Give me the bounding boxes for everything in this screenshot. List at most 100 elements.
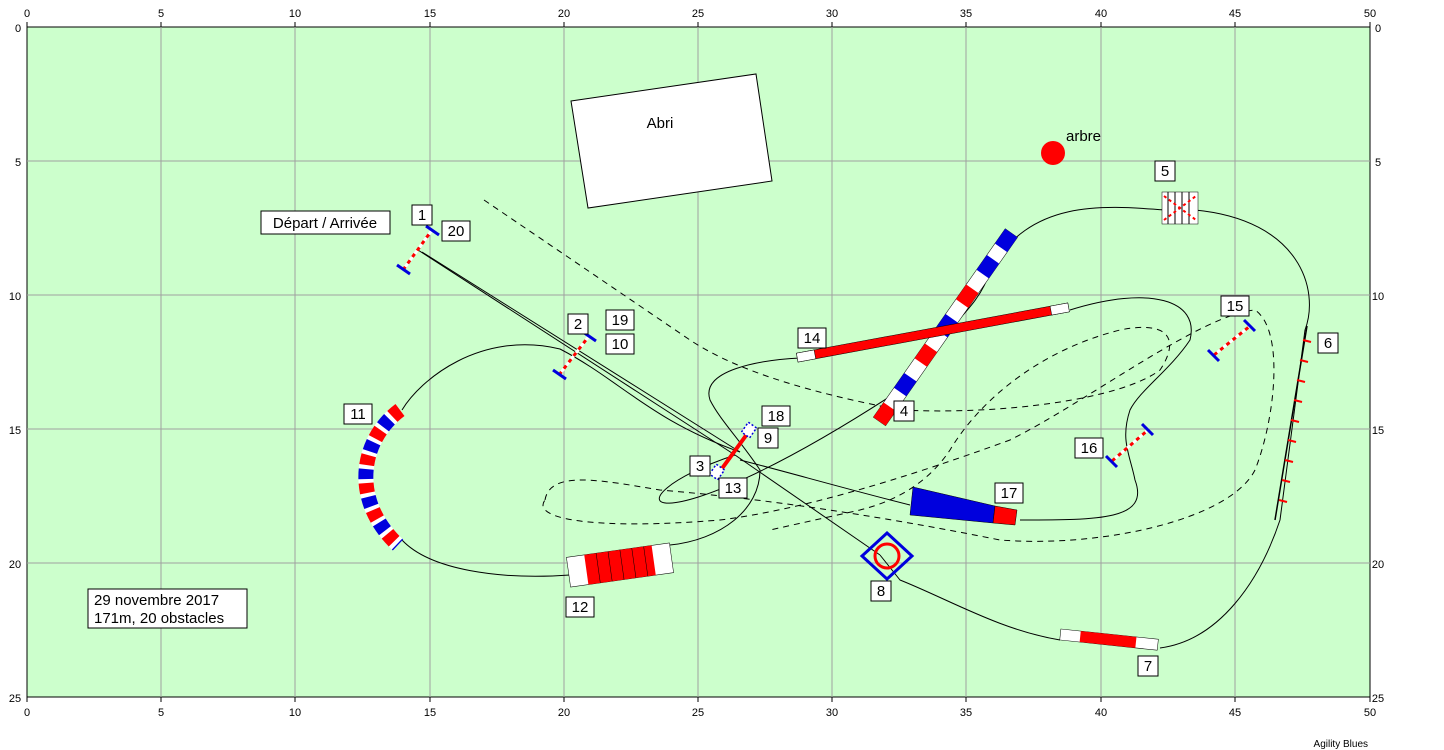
svg-text:4: 4 xyxy=(900,403,908,420)
svg-text:18: 18 xyxy=(768,408,785,425)
obstacle-number-11: 11 xyxy=(343,403,373,425)
x-tick-label: 40 xyxy=(1095,707,1107,719)
svg-text:19: 19 xyxy=(612,312,629,329)
obstacle-number-6: 6 xyxy=(1317,332,1339,354)
y-tick-label: 0 xyxy=(1375,23,1381,35)
tree: arbre xyxy=(1041,128,1101,165)
svg-text:Départ / Arrivée: Départ / Arrivée xyxy=(273,215,377,232)
jump-15 xyxy=(1206,318,1257,363)
y-axis-left: 0 5 10 15 20 25 xyxy=(9,23,21,705)
obstacle-number-12: 12 xyxy=(565,596,595,618)
x-tick-label: 5 xyxy=(158,707,164,719)
x-tick-label: 15 xyxy=(424,8,436,20)
jump-1-20 xyxy=(396,224,440,276)
tree-label: arbre xyxy=(1066,128,1101,145)
svg-text:8: 8 xyxy=(877,583,885,600)
tree-icon xyxy=(1041,141,1065,165)
x-tick-label: 30 xyxy=(826,707,838,719)
x-tick-label: 45 xyxy=(1229,707,1241,719)
x-axis-top: 0 5 10 15 20 25 30 35 40 45 50 xyxy=(24,8,1376,20)
obstacle-number-20: 20 xyxy=(441,220,471,242)
jump-5 xyxy=(1161,191,1199,225)
y-tick-label: 20 xyxy=(9,559,21,571)
y-tick-label: 10 xyxy=(1372,291,1384,303)
svg-text:13: 13 xyxy=(725,480,742,497)
shelter: Abri xyxy=(570,73,773,209)
weave-6 xyxy=(1274,325,1312,521)
obstacle-number-16: 16 xyxy=(1074,437,1104,459)
x-tick-label: 0 xyxy=(24,8,30,20)
start-finish-label: Départ / Arrivée xyxy=(260,210,391,235)
plank-14 xyxy=(796,302,1070,363)
y-tick-label: 25 xyxy=(9,693,21,705)
svg-text:12: 12 xyxy=(572,599,589,616)
jump-3-9-13-18 xyxy=(708,421,758,481)
x-tick-label: 0 xyxy=(24,707,30,719)
x-tick-label: 50 xyxy=(1364,8,1376,20)
obstacle-number-4: 4 xyxy=(893,400,915,422)
svg-text:5: 5 xyxy=(1161,163,1169,180)
date-text: 29 novembre 2017 xyxy=(94,592,219,609)
svg-text:11: 11 xyxy=(350,406,366,423)
y-tick-label: 0 xyxy=(15,23,21,35)
obstacle-number-2: 2 xyxy=(567,313,589,335)
y-tick-label: 15 xyxy=(1372,425,1384,437)
x-tick-label: 10 xyxy=(289,707,301,719)
svg-text:17: 17 xyxy=(1001,485,1018,502)
tunnel-12 xyxy=(566,542,674,588)
y-tick-label: 20 xyxy=(1372,559,1384,571)
y-tick-label: 15 xyxy=(9,425,21,437)
y-tick-label: 10 xyxy=(9,291,21,303)
dashed-path xyxy=(483,199,1275,542)
svg-text:2: 2 xyxy=(574,316,582,333)
x-tick-label: 20 xyxy=(558,8,570,20)
y-tick-label: 25 xyxy=(1372,693,1384,705)
x-tick-label: 15 xyxy=(424,707,436,719)
svg-text:9: 9 xyxy=(764,430,772,447)
info-box: 29 novembre 2017 171m, 20 obstacles xyxy=(87,588,248,629)
shelter-label: Abri xyxy=(647,115,674,132)
number-boxes: 1 20 2 19 10 14 4 5 15 6 16 11 18 9 3 13… xyxy=(343,160,1339,677)
svg-text:16: 16 xyxy=(1081,440,1098,457)
obstacle-number-5: 5 xyxy=(1154,160,1176,182)
obstacle-number-7: 7 xyxy=(1137,655,1159,677)
obstacle-number-8: 8 xyxy=(870,580,892,602)
svg-text:14: 14 xyxy=(804,330,821,347)
x-tick-label: 25 xyxy=(692,707,704,719)
obstacle-number-19: 19 xyxy=(605,309,635,331)
obstacle-number-1: 1 xyxy=(411,204,433,226)
x-tick-label: 45 xyxy=(1229,8,1241,20)
chute-17 xyxy=(909,486,1018,526)
x-tick-label: 30 xyxy=(826,8,838,20)
x-tick-label: 35 xyxy=(960,8,972,20)
svg-text:10: 10 xyxy=(612,336,629,353)
y-axis-right: 0 5 10 15 20 25 xyxy=(1372,23,1384,705)
obstacle-number-17: 17 xyxy=(994,482,1024,504)
obstacle-number-18: 18 xyxy=(761,405,791,427)
axis-ticks xyxy=(26,22,1371,702)
obstacle-number-9: 9 xyxy=(757,427,779,449)
obstacle-number-14: 14 xyxy=(797,327,827,349)
obstacle-number-10: 10 xyxy=(605,333,635,355)
tunnel-11 xyxy=(358,404,405,551)
y-tick-label: 5 xyxy=(1375,157,1381,169)
obstacle-number-15: 15 xyxy=(1220,295,1250,317)
x-tick-label: 40 xyxy=(1095,8,1107,20)
svg-text:1: 1 xyxy=(418,207,426,224)
svg-text:7: 7 xyxy=(1144,658,1152,675)
x-tick-label: 35 xyxy=(960,707,972,719)
svg-text:3: 3 xyxy=(696,458,704,475)
obstacle-number-3: 3 xyxy=(689,455,711,477)
x-tick-label: 20 xyxy=(558,707,570,719)
jump-16 xyxy=(1104,422,1155,469)
tyre-8 xyxy=(859,530,915,582)
svg-text:6: 6 xyxy=(1324,335,1332,352)
watermark: Agility Blues xyxy=(1314,739,1368,750)
x-tick-label: 5 xyxy=(158,8,164,20)
y-tick-label: 5 xyxy=(15,157,21,169)
x-tick-label: 50 xyxy=(1364,707,1376,719)
x-tick-label: 25 xyxy=(692,8,704,20)
svg-text:20: 20 xyxy=(448,223,465,240)
summary-text: 171m, 20 obstacles xyxy=(94,610,224,627)
